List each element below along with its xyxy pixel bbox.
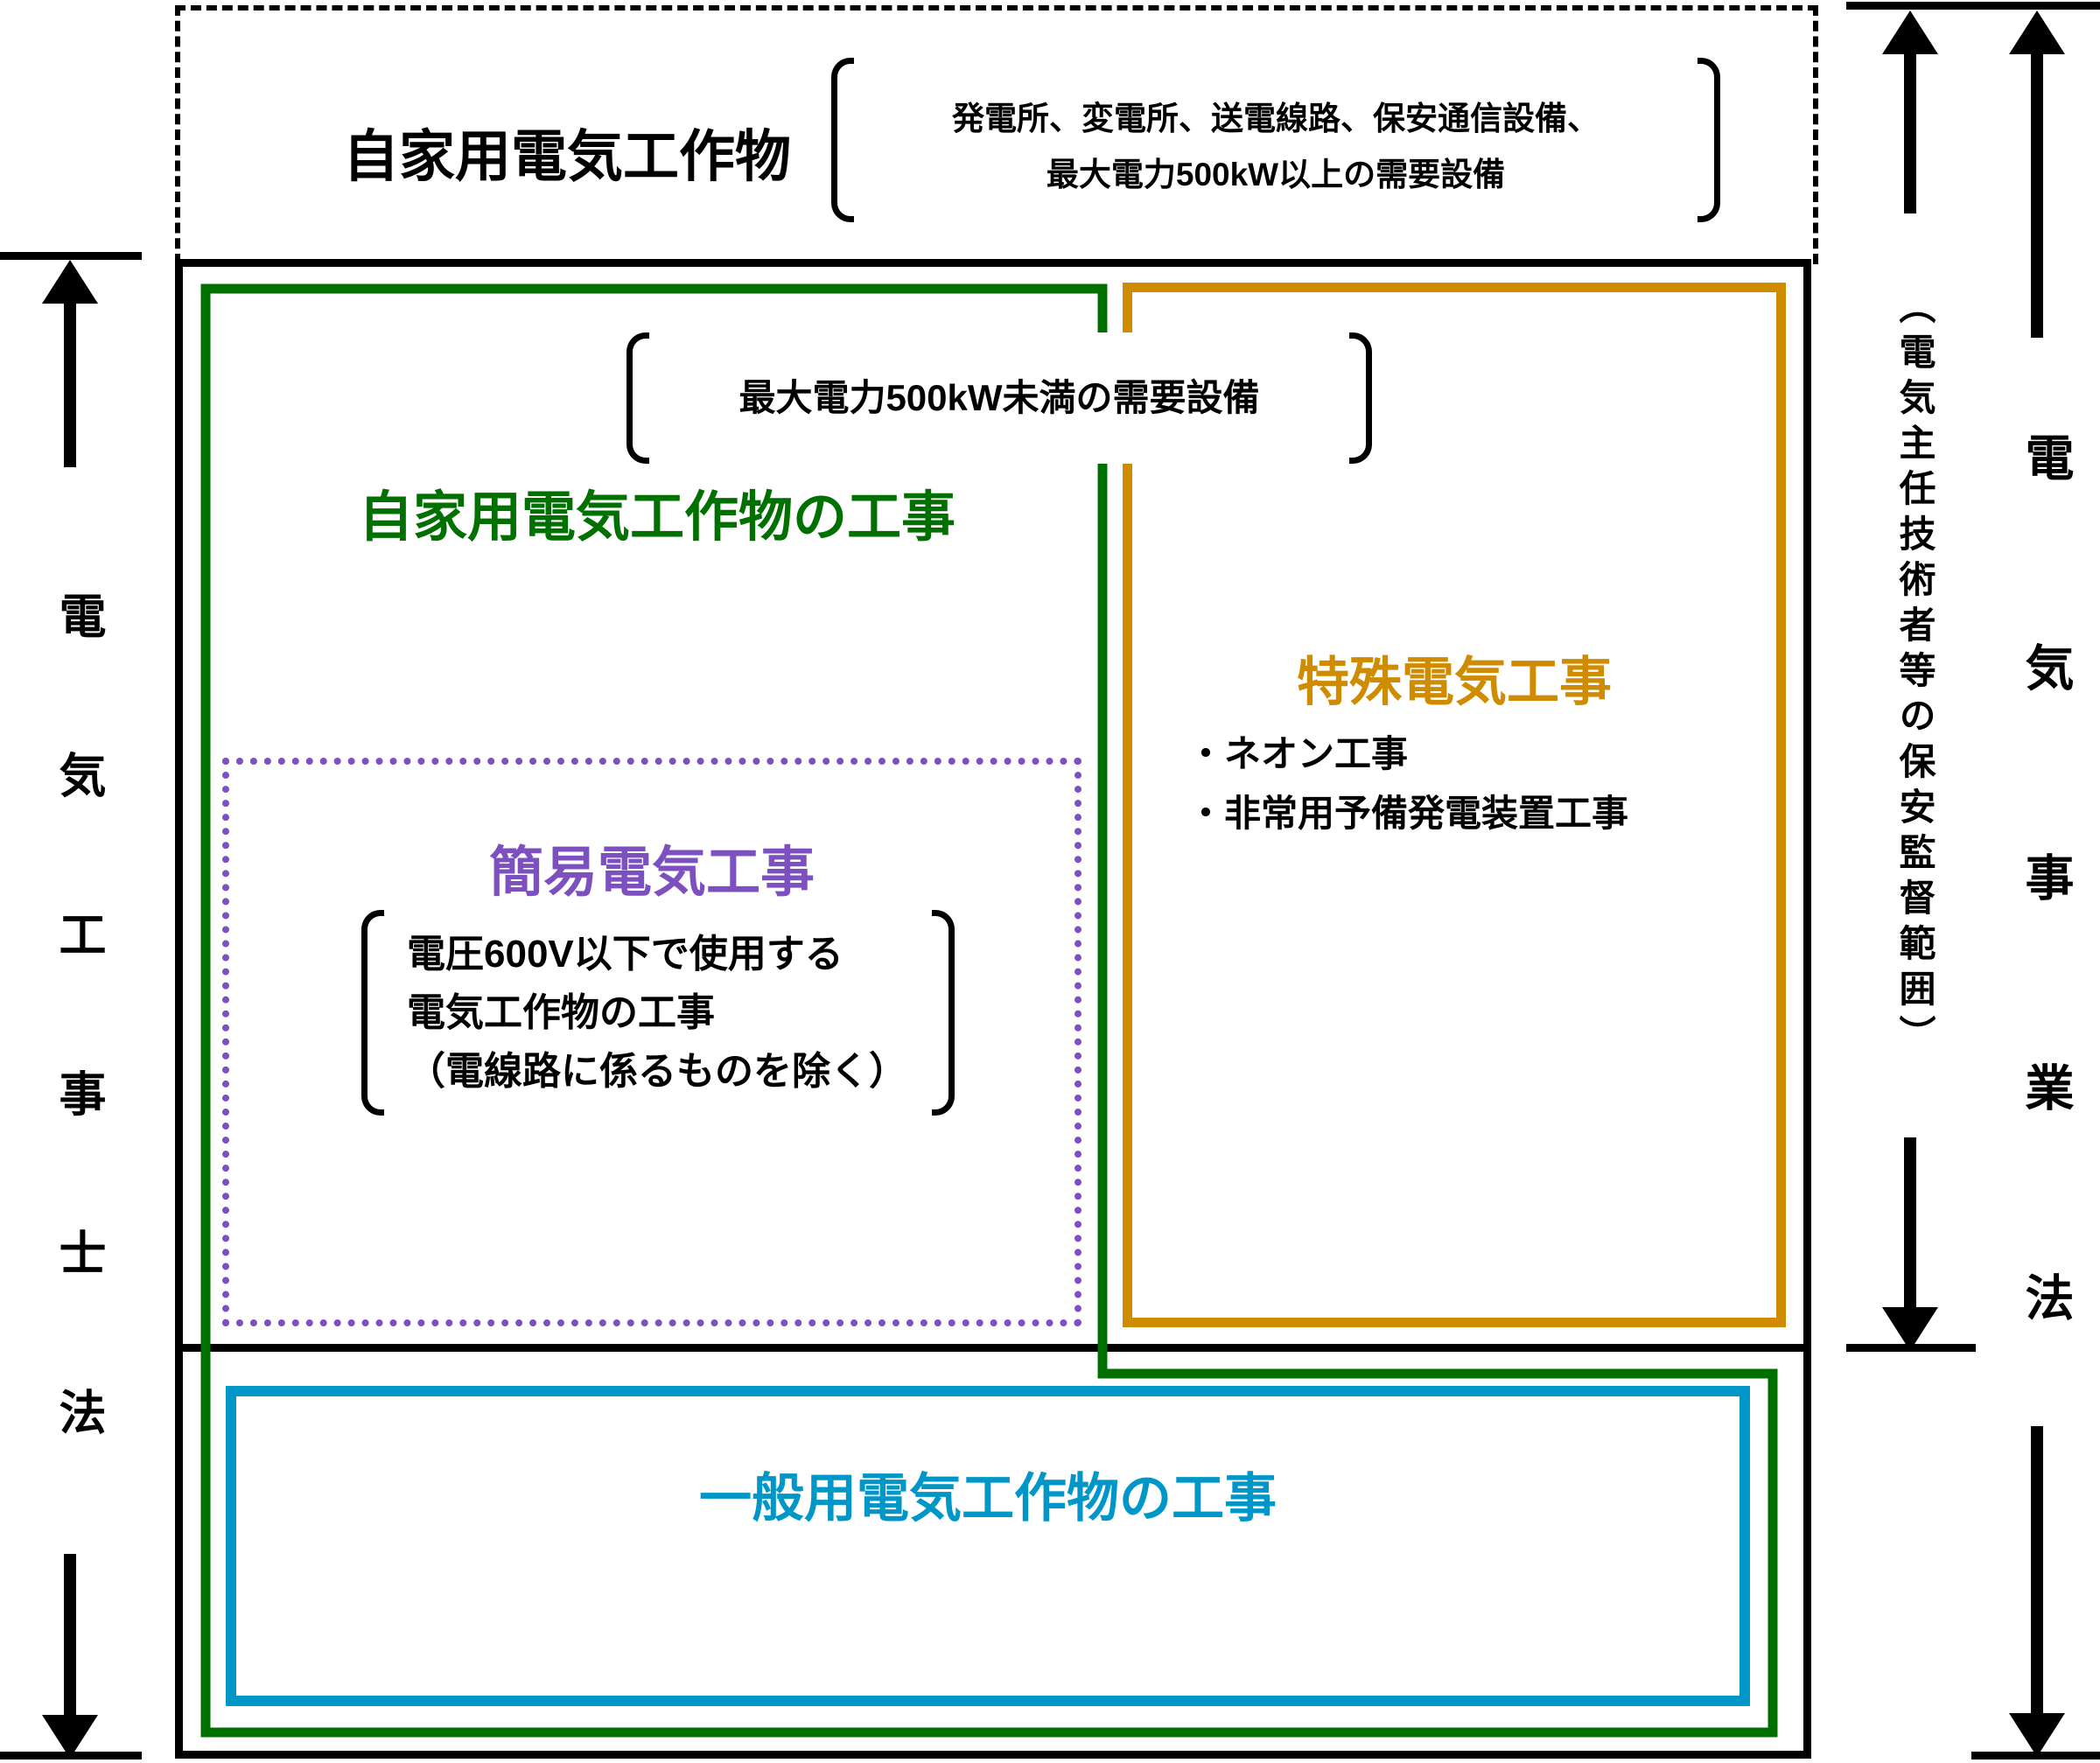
left-axis-upper-shaft: [64, 301, 76, 467]
supervision-lower-shaft: [1904, 1137, 1916, 1309]
bracket-line-2: 最大電力500kW以上の需要設備: [1046, 157, 1506, 192]
right-paren-icon: [932, 910, 955, 1116]
private-facility-title: 自家用電気工作物: [343, 125, 791, 188]
private-facility-bracket-text: 発電所、変電所、送電線路、保安通信設備、 最大電力500kW以上の需要設備: [858, 91, 1694, 203]
left-paren-icon: [831, 58, 854, 222]
business-law-label: 電気事業法: [2019, 432, 2074, 1482]
special-works-box: [1123, 283, 1786, 1327]
left-paren-icon: [626, 332, 649, 464]
under-500kw-bracket: 最大電力500kW未満の需要設備: [626, 332, 1372, 464]
main-frame-box: [175, 259, 1811, 1759]
business-law-lower-shaft: [2031, 1426, 2043, 1715]
right-paren-icon: [1698, 58, 1720, 222]
private-facility-bracket: 発電所、変電所、送電線路、保安通信設備、 最大電力500kW以上の需要設備: [831, 58, 1720, 222]
special-works-bullet-neon: ・ネオン工事: [1187, 733, 1409, 774]
section-divider-line: [175, 1344, 1811, 1352]
left-axis-lower-shaft: [64, 1554, 76, 1717]
simple-line-2: 電気工作物の工事: [407, 991, 715, 1034]
left-axis-top-cap: [0, 252, 142, 260]
business-law-upper-shaft: [2031, 51, 2043, 338]
simple-line-1: 電圧600V以下で使用する: [407, 933, 844, 976]
simple-works-bracket: 電圧600V以下で使用する 電気工作物の工事 （電線路に係るものを除く）: [361, 910, 955, 1116]
simple-line-3: （電線路に係るものを除く）: [407, 1050, 907, 1093]
left-paren-icon: [361, 910, 384, 1116]
under-500kw-text: 最大電力500kW未満の需要設備: [738, 377, 1260, 418]
up-arrow-icon: [42, 260, 98, 304]
special-works-bullet-generator: ・非常用予備発電装置工事: [1187, 793, 1629, 834]
simple-works-title: 簡易電気工事: [488, 843, 815, 903]
supervision-upper-shaft: [1904, 51, 1916, 213]
simple-works-bracket-text: 電圧600V以下で使用する 電気工作物の工事 （電線路に係るものを除く）: [407, 925, 907, 1101]
business-law-bottom-cap: [1971, 1752, 2100, 1760]
down-arrow-icon: [1882, 1307, 1938, 1351]
private-works-title: 自家用電気工作物の工事: [359, 487, 956, 548]
bracket-line-1: 発電所、変電所、送電線路、保安通信設備、: [952, 101, 1600, 136]
down-arrow-icon: [2009, 1713, 2065, 1757]
special-works-title: 特殊電気工事: [1297, 653, 1612, 711]
private-facility-dotted-box: [175, 5, 1818, 264]
general-works-title: 一般用電気工作物の工事: [699, 1469, 1277, 1528]
supervision-range-label: （電気主任技術者等の保安監督範囲）: [1894, 287, 1936, 1060]
left-axis-bottom-cap: [0, 1752, 142, 1760]
right-paren-icon: [1349, 332, 1372, 464]
up-arrow-icon: [2009, 10, 2065, 54]
general-works-box: [226, 1386, 1750, 1706]
right-axis-top-cap: [1846, 2, 2100, 10]
left-axis-label: 電気工事士法: [52, 591, 104, 1547]
up-arrow-icon: [1882, 10, 1938, 54]
down-arrow-icon: [42, 1715, 98, 1759]
supervision-bottom-cap: [1846, 1344, 1976, 1352]
simple-works-dotted-box: [222, 758, 1082, 1326]
